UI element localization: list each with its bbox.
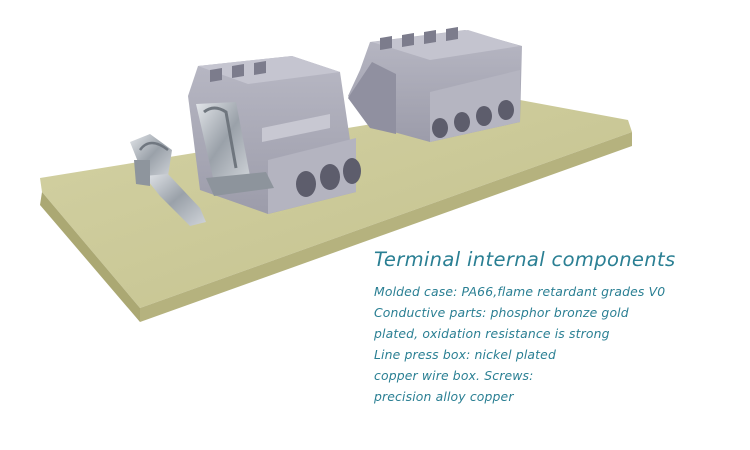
pcb-board [40,100,632,322]
connector-left [188,56,361,214]
caption-panel: Terminal internal components Molded case… [374,248,744,407]
caption-line: plated, oxidation resistance is strong [374,326,610,341]
caption-line: copper wire box. Screws: [374,368,534,383]
caption-line: Line press box: nickel plated [374,347,556,362]
caption-line: Conductive parts: phosphor bronze gold [374,305,629,320]
caption-line: precision alloy copper [374,389,514,404]
connector-right [348,27,522,142]
metal-clip [130,134,206,226]
caption-heading: Terminal internal components [374,248,676,271]
caption-line: Molded case: PA66,flame retardant grades… [374,284,666,299]
